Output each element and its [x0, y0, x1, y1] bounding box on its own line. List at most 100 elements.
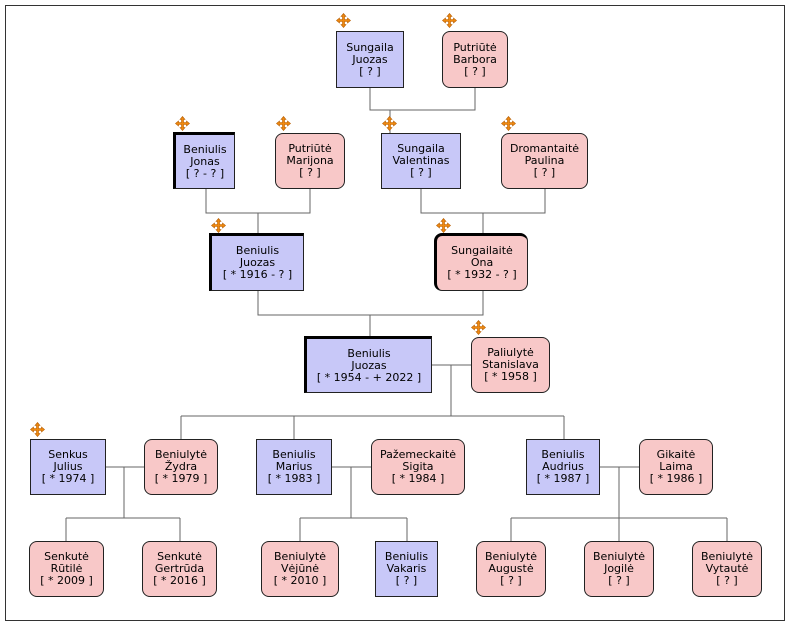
expand-ancestors-icon[interactable] [501, 116, 516, 131]
person-surname: Beniulis [183, 142, 227, 156]
person-surname: Beniulis [347, 346, 391, 360]
person-dates: [ ? ] [410, 166, 432, 179]
person-surname: Beniulytė [155, 448, 207, 461]
person-dates: [ ? ] [716, 574, 738, 587]
person-given-name: Sigita [402, 460, 434, 473]
person-card-sungaila-valentinas[interactable]: Sungaila Valentinas [ ? ] [381, 133, 461, 189]
person-card-senkus-julius[interactable]: Senkus Julius [ * 1974 ] [30, 439, 106, 495]
person-given-name: Juozas [352, 52, 388, 66]
person-given-name: Vakaris [386, 562, 427, 575]
person-dates: [ ? ] [533, 166, 556, 179]
person-surname: Paliulytė [487, 346, 534, 359]
person-dates: [ ? - ? ] [185, 166, 225, 180]
person-given-name: Žydra [164, 460, 198, 473]
person-given-name: Vėjūnė [280, 562, 320, 575]
person-dates: [ * 2010 ] [273, 574, 327, 587]
person-given-name: Rūtilė [50, 562, 83, 575]
person-card-beniulyte-vytaute[interactable]: Beniulytė Vytautė [ ? ] [692, 541, 762, 597]
person-given-name: Barbora [453, 52, 497, 66]
person-card-beniulis-juozas-1916[interactable]: Beniulis Juozas [ * 1916 - ? ] [209, 233, 304, 291]
person-dates: [ * 1958 ] [484, 370, 537, 383]
person-given-name: Juozas [351, 358, 387, 372]
expand-ancestors-icon[interactable] [336, 13, 351, 28]
person-card-senkute-rutile[interactable]: Senkutė Rūtilė [ * 2009 ] [29, 541, 104, 597]
person-card-beniulyte-auguste[interactable]: Beniulytė Augustė [ ? ] [476, 541, 546, 597]
person-surname: Beniulytė [274, 550, 326, 563]
person-card-beniulis-jonas[interactable]: Beniulis Jonas [ ? - ? ] [173, 132, 235, 189]
person-surname: Beniulis [541, 448, 585, 461]
person-given-name: Jogilė [604, 562, 634, 575]
person-given-name: Gertrūda [154, 562, 205, 575]
person-dates: [ ? ] [299, 166, 321, 179]
person-given-name: Valentinas [392, 154, 450, 167]
person-dates: [ ? ] [359, 64, 381, 78]
expand-ancestors-icon[interactable] [382, 116, 397, 131]
person-given-name: Juozas [239, 256, 276, 269]
person-card-senkute-gertruda[interactable]: Senkutė Gertrūda [ * 2016 ] [142, 541, 217, 597]
expand-ancestors-icon[interactable] [30, 422, 45, 437]
person-dates: [ * 1986 ] [649, 472, 703, 485]
expand-ancestors-icon[interactable] [175, 116, 190, 131]
person-given-name: Marijona [286, 154, 334, 167]
person-dates: [ * 1984 ] [391, 472, 445, 485]
person-card-gikaite-laima[interactable]: Gikaitė Laima [ * 1986 ] [639, 439, 713, 495]
person-surname: Sungaila [397, 142, 445, 155]
person-surname: Senkutė [157, 550, 202, 563]
person-dates: [ ? ] [395, 574, 418, 587]
person-given-name: Augustė [488, 562, 534, 575]
person-surname: Beniulis [384, 550, 429, 563]
person-given-name: Audrius [542, 460, 584, 473]
person-given-name: Vytautė [705, 562, 749, 575]
person-dates: [ * 1916 - ? ] [222, 268, 293, 281]
person-given-name: Ona [470, 256, 494, 269]
person-dates: [ * 1974 ] [41, 472, 95, 485]
person-surname: Sungaila [346, 40, 394, 54]
person-dates: [ * 1979 ] [154, 472, 208, 485]
person-dates: [ * 1983 ] [267, 472, 321, 485]
person-surname: Pažemeckaitė [379, 448, 456, 461]
person-given-name: Stanislava [482, 358, 539, 371]
person-surname: Beniulytė [593, 550, 645, 563]
expand-ancestors-icon[interactable] [471, 320, 486, 335]
person-surname: Beniulytė [701, 550, 753, 563]
person-dates: [ ? ] [500, 574, 522, 587]
person-card-paliulyte-stanislava[interactable]: Paliulytė Stanislava [ * 1958 ] [471, 337, 550, 393]
person-card-putriute-marijona[interactable]: Putriūtė Marijona [ ? ] [275, 133, 345, 189]
person-dates: [ ? ] [608, 574, 630, 587]
person-card-beniulis-marius[interactable]: Beniulis Marius [ * 1983 ] [256, 439, 332, 495]
tree-frame [5, 5, 785, 621]
person-card-sungaila-juozas[interactable]: Sungaila Juozas [ ? ] [336, 31, 404, 88]
person-surname: Putriūtė [453, 40, 497, 54]
person-given-name: Laima [659, 460, 693, 473]
person-given-name: Paulina [524, 154, 565, 167]
expand-ancestors-icon[interactable] [436, 218, 451, 233]
expand-ancestors-icon[interactable] [211, 218, 226, 233]
person-surname: Dromantaitė [509, 142, 580, 155]
person-card-dromantaite-paulina[interactable]: Dromantaitė Paulina [ ? ] [501, 133, 588, 189]
person-card-sungailaite-ona[interactable]: Sungailaitė Ona [ * 1932 - ? ] [434, 233, 528, 291]
person-surname: Senkutė [44, 550, 89, 563]
person-surname: Gikaitė [656, 448, 696, 461]
person-card-beniulyte-jogile[interactable]: Beniulytė Jogilė [ ? ] [584, 541, 654, 597]
person-card-pazemeckaite-sigita[interactable]: Pažemeckaitė Sigita [ * 1984 ] [371, 439, 465, 495]
person-card-beniulyte-zydra[interactable]: Beniulytė Žydra [ * 1979 ] [144, 439, 218, 495]
person-given-name: Marius [275, 460, 313, 473]
expand-ancestors-icon[interactable] [276, 116, 291, 131]
person-card-putriute-barbora[interactable]: Putriūtė Barbora [ ? ] [442, 31, 508, 88]
person-card-beniulis-juozas-1954[interactable]: Beniulis Juozas [ * 1954 - + 2022 ] [304, 336, 432, 393]
person-card-beniulyte-vejune[interactable]: Beniulytė Vėjūnė [ * 2010 ] [261, 541, 339, 597]
expand-ancestors-icon[interactable] [442, 13, 457, 28]
person-dates: [ * 1987 ] [536, 472, 590, 485]
person-given-name: Jonas [190, 154, 220, 168]
person-card-beniulis-audrius[interactable]: Beniulis Audrius [ * 1987 ] [526, 439, 600, 495]
person-card-beniulis-vakaris[interactable]: Beniulis Vakaris [ ? ] [375, 541, 438, 597]
person-surname: Senkus [48, 448, 88, 461]
person-dates: [ * 2016 ] [153, 574, 206, 587]
person-surname: Beniulis [235, 244, 280, 257]
person-surname: Beniulytė [485, 550, 537, 563]
person-dates: [ * 2009 ] [40, 574, 93, 587]
person-surname: Sungailaitė [451, 244, 513, 257]
person-dates: [ * 1954 - + 2022 ] [316, 370, 422, 384]
person-dates: [ ? ] [464, 64, 486, 78]
